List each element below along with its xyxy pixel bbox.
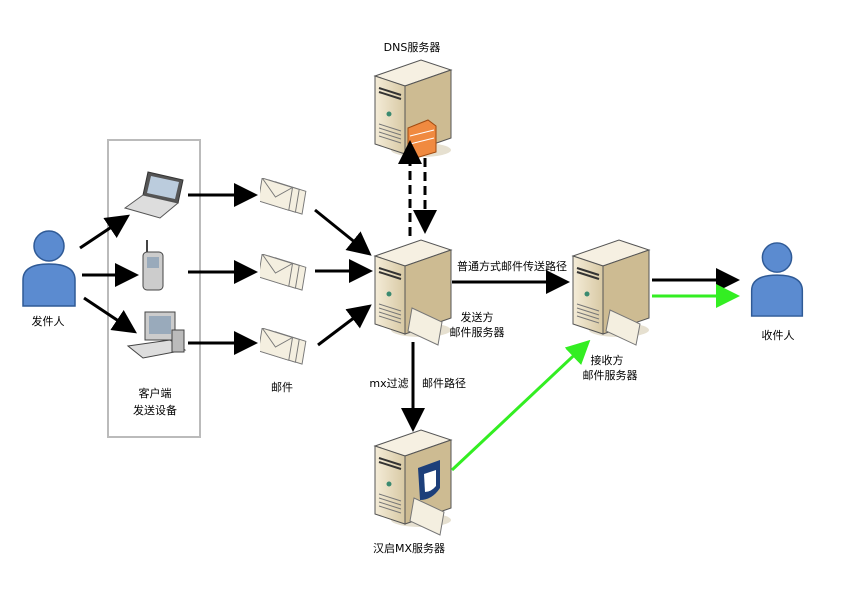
mail-envelope-icon (260, 178, 307, 215)
desktop-icon (126, 311, 187, 359)
normal-path-label: 普通方式邮件传送路径 (457, 259, 567, 273)
receiver-server-label: 接收方 (591, 353, 624, 367)
client-label: 客户端 (139, 386, 172, 400)
mail-label: 邮件 (271, 381, 293, 394)
sender-server-label: 发送方 (461, 310, 494, 324)
client-device-group-box (107, 139, 201, 438)
client-device-label: 发送设备 (133, 403, 177, 417)
mx-filter-label: mx过滤 (369, 377, 408, 390)
arrow-sender-to-desktop (83, 296, 137, 334)
receiver-server-label-2: 邮件服务器 (583, 369, 638, 382)
mail-path-label: 邮件路径 (422, 377, 466, 390)
mail-envelope-icon (260, 328, 307, 365)
envelope-icon (407, 307, 641, 536)
mail-envelope-icon (260, 254, 307, 291)
dns-server-label: DNS服务器 (384, 41, 441, 54)
phone-icon (142, 240, 164, 291)
mx-server-label: 汉启MX服务器 (373, 542, 445, 555)
shield-icon (418, 460, 440, 500)
arrow-sender-to-laptop (79, 214, 130, 250)
recipient-person-icon (750, 242, 804, 317)
laptop-icon (123, 171, 184, 219)
green-arrow-mx-to-receiver (450, 339, 591, 472)
arrow-mail-to-server (317, 304, 372, 347)
sender-label: 发件人 (32, 314, 65, 328)
arrow-mail-to-server (314, 208, 372, 256)
sender-server-label-2: 邮件服务器 (450, 326, 505, 339)
sender-person-icon (22, 230, 76, 307)
recipient-label: 收件人 (762, 328, 795, 342)
